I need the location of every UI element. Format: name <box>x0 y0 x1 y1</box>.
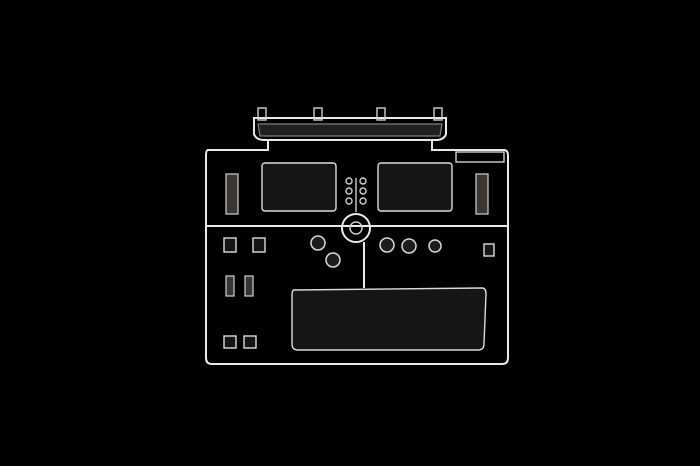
side-light-left <box>225 173 239 215</box>
small-parts-tree <box>345 177 367 212</box>
upper-window-left <box>261 162 337 212</box>
small-part <box>223 237 237 253</box>
upper-window-right <box>377 162 453 212</box>
small-part <box>243 335 257 349</box>
large-window <box>291 287 487 351</box>
lens <box>310 235 326 251</box>
small-part <box>483 243 495 257</box>
molded-label <box>455 151 505 163</box>
small-part <box>223 335 237 349</box>
lens <box>325 252 341 268</box>
lens <box>428 239 442 253</box>
side-light-right <box>475 173 489 215</box>
top-light-bar <box>253 107 447 141</box>
lens <box>379 237 395 253</box>
sprue-frame <box>205 140 509 365</box>
small-part <box>244 275 254 297</box>
sprue-hub <box>341 213 371 243</box>
small-part <box>252 237 266 253</box>
small-part <box>225 275 235 297</box>
lens <box>401 238 417 254</box>
